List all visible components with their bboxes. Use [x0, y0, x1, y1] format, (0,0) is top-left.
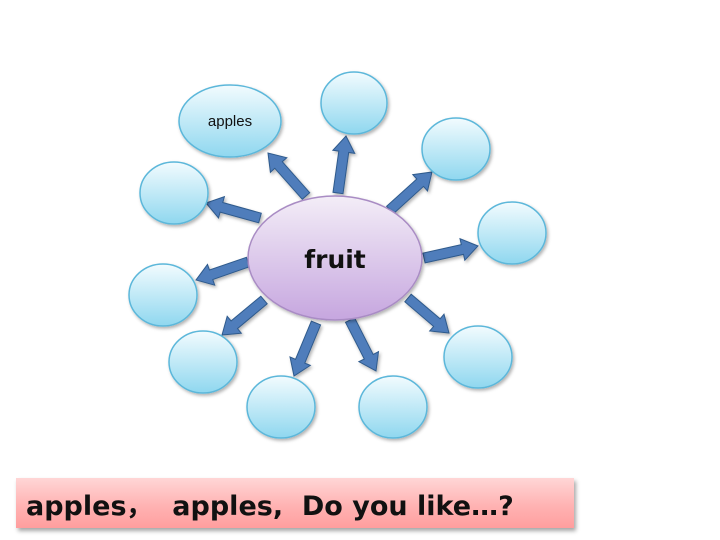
sentence-banner: apples， apples, Do you like…? [16, 478, 574, 528]
node-bubble-6 [358, 375, 428, 439]
sentence-text: apples， apples, Do you like…? [26, 490, 514, 522]
arrow-9 [195, 256, 251, 286]
center-label: fruit [304, 245, 366, 274]
node-bubble-7 [246, 375, 316, 439]
node-bubble-9 [128, 263, 198, 327]
arrow-3 [385, 171, 433, 215]
node-bubble-10 [139, 161, 209, 225]
arrow-10 [205, 195, 262, 224]
arrow-7 [289, 320, 322, 377]
arrow-6 [344, 317, 380, 372]
arrow-8 [221, 295, 268, 336]
node-bubble-5 [443, 325, 513, 389]
node-bubble-4 [477, 201, 547, 265]
arrow-1 [267, 152, 311, 201]
center-node [247, 195, 423, 321]
node-bubble-2 [320, 71, 388, 135]
node-label-1: apples [208, 113, 252, 130]
arrow-5 [404, 293, 450, 334]
node-bubble-1 [178, 84, 282, 158]
arrow-4 [422, 237, 479, 264]
word-web-diagram: apples fruit [128, 71, 547, 439]
arrow-2 [331, 135, 356, 195]
node-bubble-3 [421, 117, 491, 181]
node-bubble-8 [168, 330, 238, 394]
